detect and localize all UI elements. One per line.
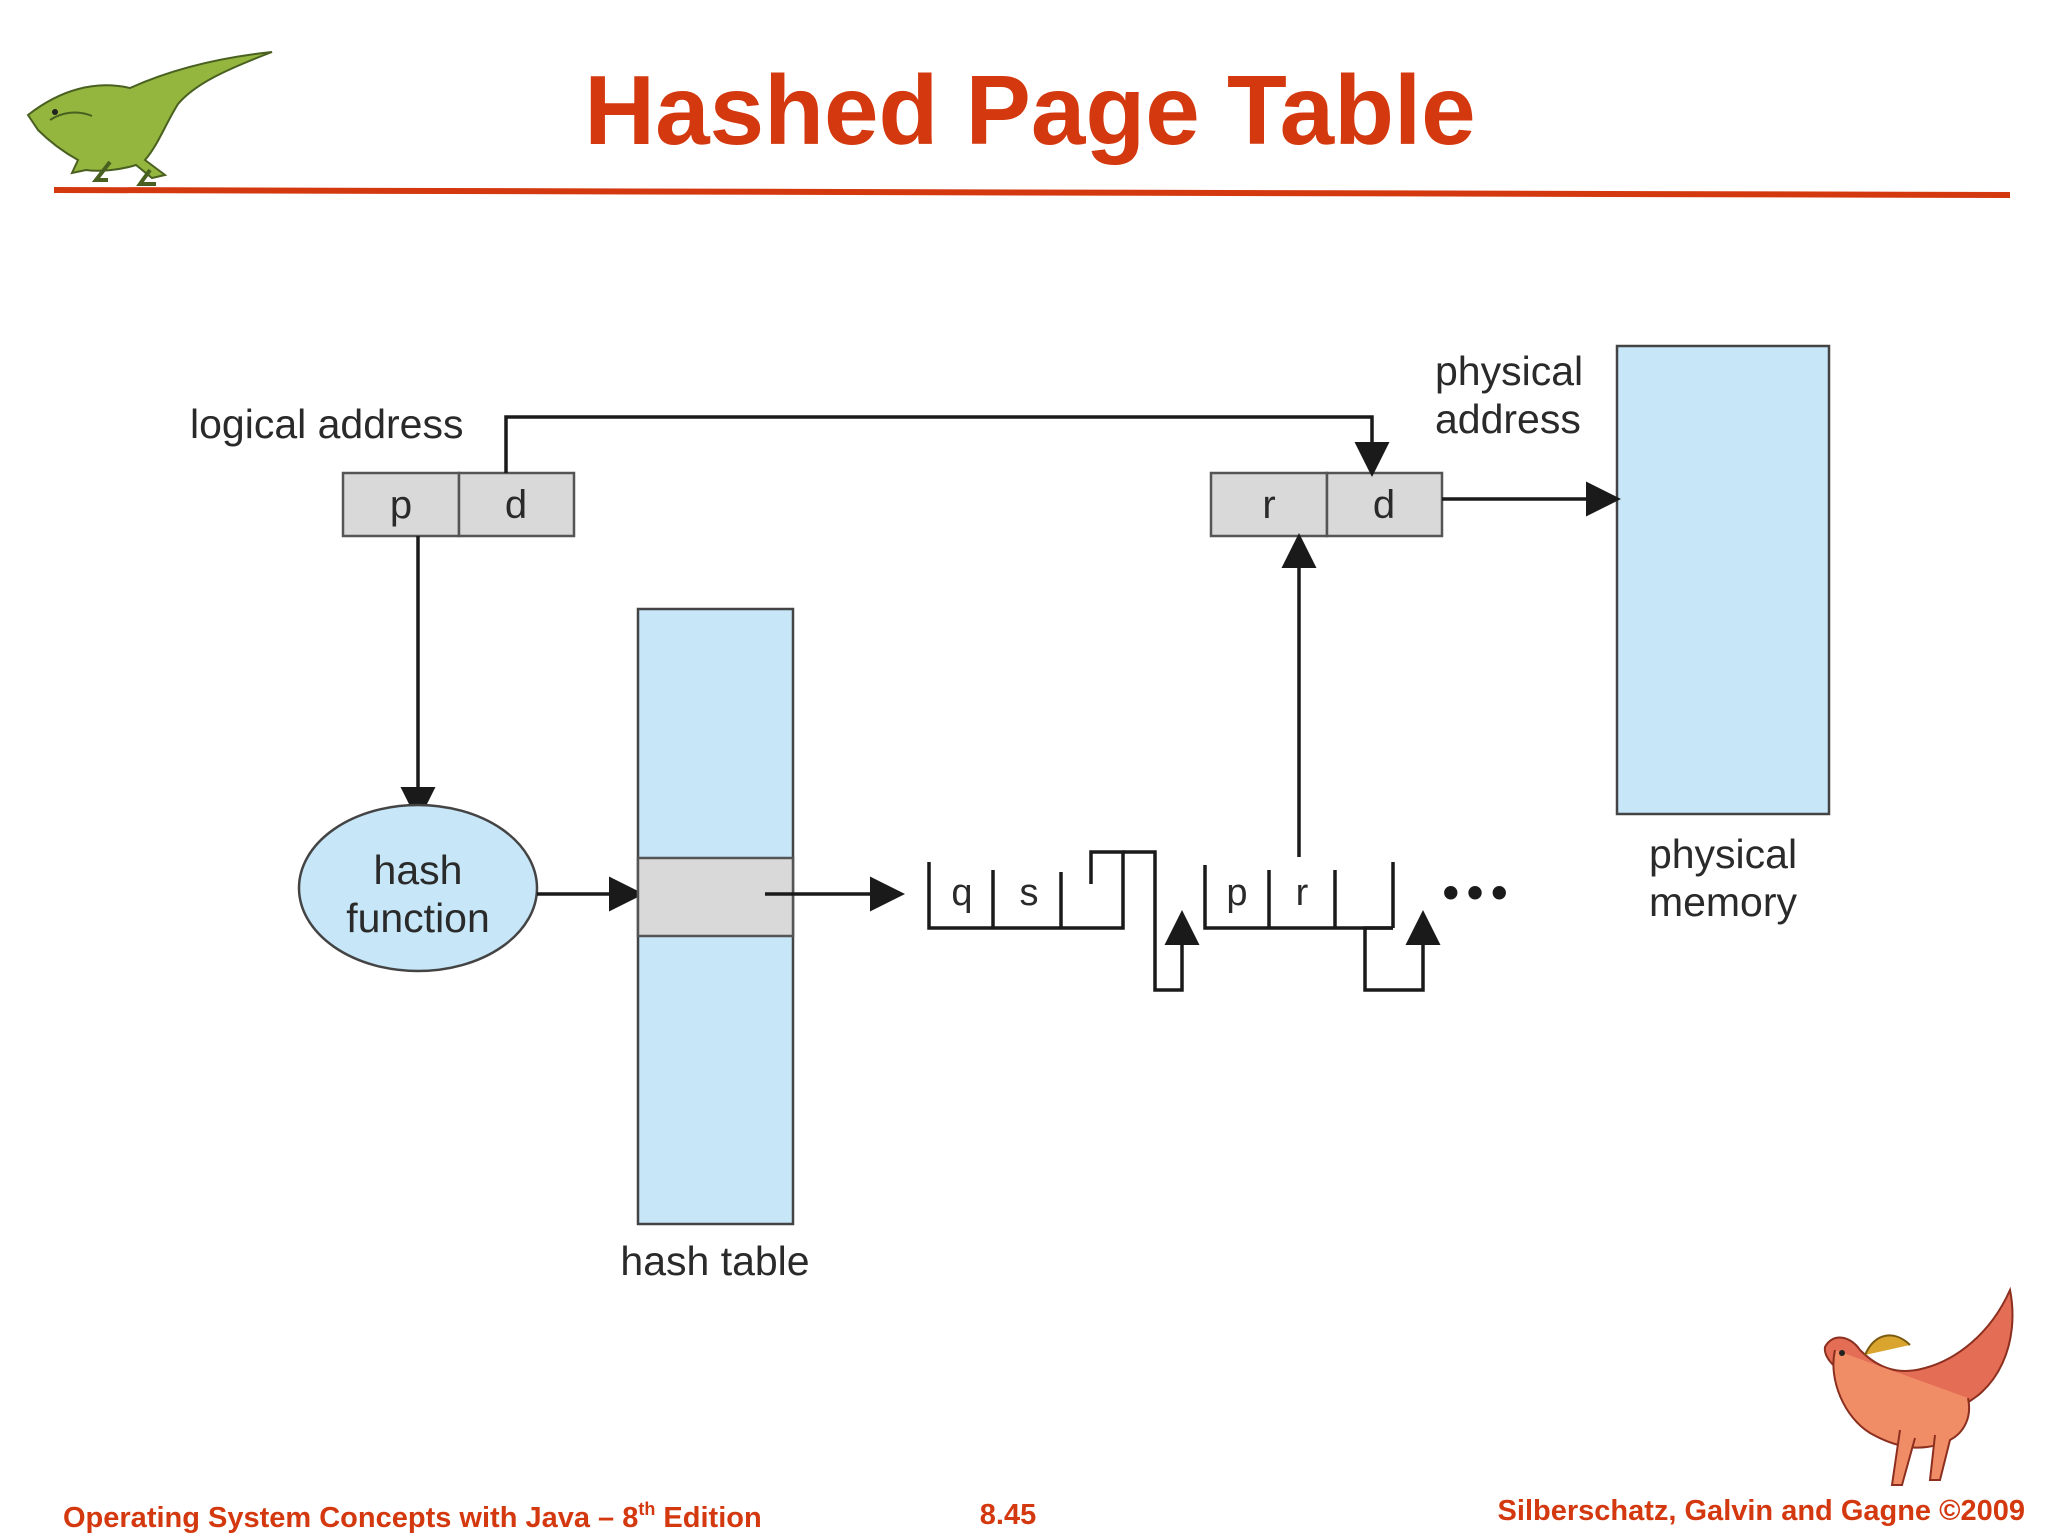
- chain-entry-q-s: q s: [927, 850, 1200, 992]
- footer-page-number: 8.45: [980, 1499, 1036, 1531]
- physical-address-r-text: r: [1262, 483, 1275, 527]
- green-dinosaur-icon: [26, 51, 273, 186]
- chain-entry-frame-r: r: [1296, 872, 1309, 914]
- logical-address-p-cell: [341, 471, 461, 538]
- logical-address-d-text: d: [505, 483, 527, 527]
- chain-entry-frame-s: s: [1020, 872, 1039, 914]
- hash-function-label-line1: hash: [374, 847, 463, 893]
- physical-address-r-cell: [1209, 471, 1329, 538]
- red-dinosaur-icon: [1823, 1286, 2014, 1486]
- page-title: Hashed Page Table: [584, 55, 1475, 165]
- hash-table-selected-entry: [636, 856, 795, 938]
- physical-address-d-text: d: [1373, 483, 1395, 527]
- chain-continuation-dots: •••: [1439, 872, 1512, 916]
- footer-copyright: Silberschatz, Galvin and Gagne ©2009: [1498, 1495, 2025, 1527]
- hash-function-label-line2: function: [346, 895, 490, 941]
- offset-arrow: [504, 415, 1390, 477]
- chain-entry-page-q: q: [951, 872, 972, 914]
- physical-memory-block: [1615, 344, 1831, 816]
- logical-address-p-text: p: [390, 483, 412, 527]
- physical-memory-label-line1: physical: [1649, 831, 1797, 877]
- physical-address-label-line1: physical: [1435, 348, 1583, 394]
- physical-address-d-cell: [1325, 471, 1444, 538]
- chain-entry-page-p: p: [1226, 872, 1247, 914]
- hash-table-label: hash table: [620, 1238, 809, 1284]
- title-divider: [53, 187, 2011, 198]
- logical-address-label: logical address: [190, 401, 464, 447]
- logical-address-d-cell: [457, 471, 576, 538]
- chain-entry-p-r: p r: [1203, 862, 1441, 992]
- hash-function-node: [297, 803, 539, 973]
- footer-left: Operating System Concepts with Java – 8t…: [63, 1499, 762, 1534]
- physical-memory-label-line2: memory: [1649, 879, 1798, 925]
- physical-address-label-line2: address: [1435, 396, 1581, 442]
